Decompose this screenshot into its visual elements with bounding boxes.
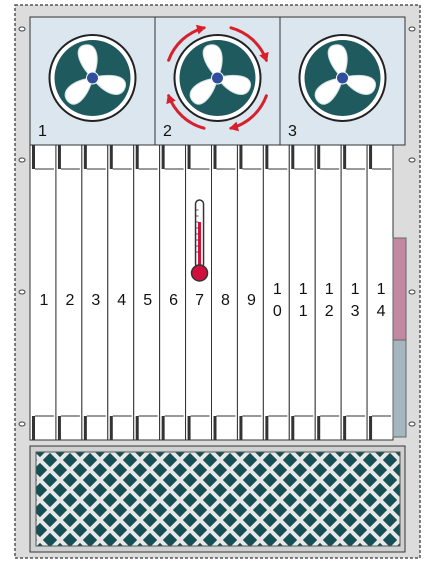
- slot-label: 8: [221, 292, 230, 309]
- fan-unit-2: 2: [154, 16, 281, 146]
- card-slot-1[interactable]: 1: [29, 144, 57, 441]
- fan-icon: [173, 34, 262, 122]
- fan-unit-1: 1: [29, 16, 156, 146]
- intake-vent-grille: [35, 451, 401, 547]
- slot-label: 9: [247, 292, 256, 309]
- slot-label: 4: [117, 292, 126, 309]
- slot-label: 1: [40, 292, 49, 309]
- fan-label: 2: [163, 123, 172, 140]
- card-slot-6[interactable]: 6: [159, 144, 187, 441]
- slot-label: 2: [65, 292, 74, 309]
- thermometer-icon: [190, 199, 209, 282]
- card-slot-2[interactable]: 2: [55, 144, 83, 441]
- card-slot-5[interactable]: 5: [133, 144, 161, 441]
- card-slot-9[interactable]: 9: [236, 144, 264, 441]
- rotation-arrows-icon: [166, 24, 269, 132]
- fan-label: 1: [38, 123, 47, 140]
- card-slot-7[interactable]: 7: [185, 144, 212, 441]
- card-slot-8[interactable]: 8: [211, 144, 238, 441]
- slot-label: 5: [143, 292, 152, 309]
- fan-label: 3: [288, 123, 297, 140]
- fan-icon: [298, 34, 387, 122]
- mounting-holes: [18, 26, 416, 427]
- slot-label: 6: [169, 292, 178, 309]
- side-handle-lower[interactable]: [392, 339, 407, 438]
- slot-label: 7: [195, 292, 204, 309]
- fan-unit-3: 3: [279, 16, 406, 146]
- side-handle-upper[interactable]: [392, 237, 407, 341]
- card-slot-4[interactable]: 4: [107, 144, 135, 441]
- slot-label: 3: [91, 292, 100, 309]
- fan-icon: [48, 34, 137, 122]
- card-slot-3[interactable]: 3: [81, 144, 109, 441]
